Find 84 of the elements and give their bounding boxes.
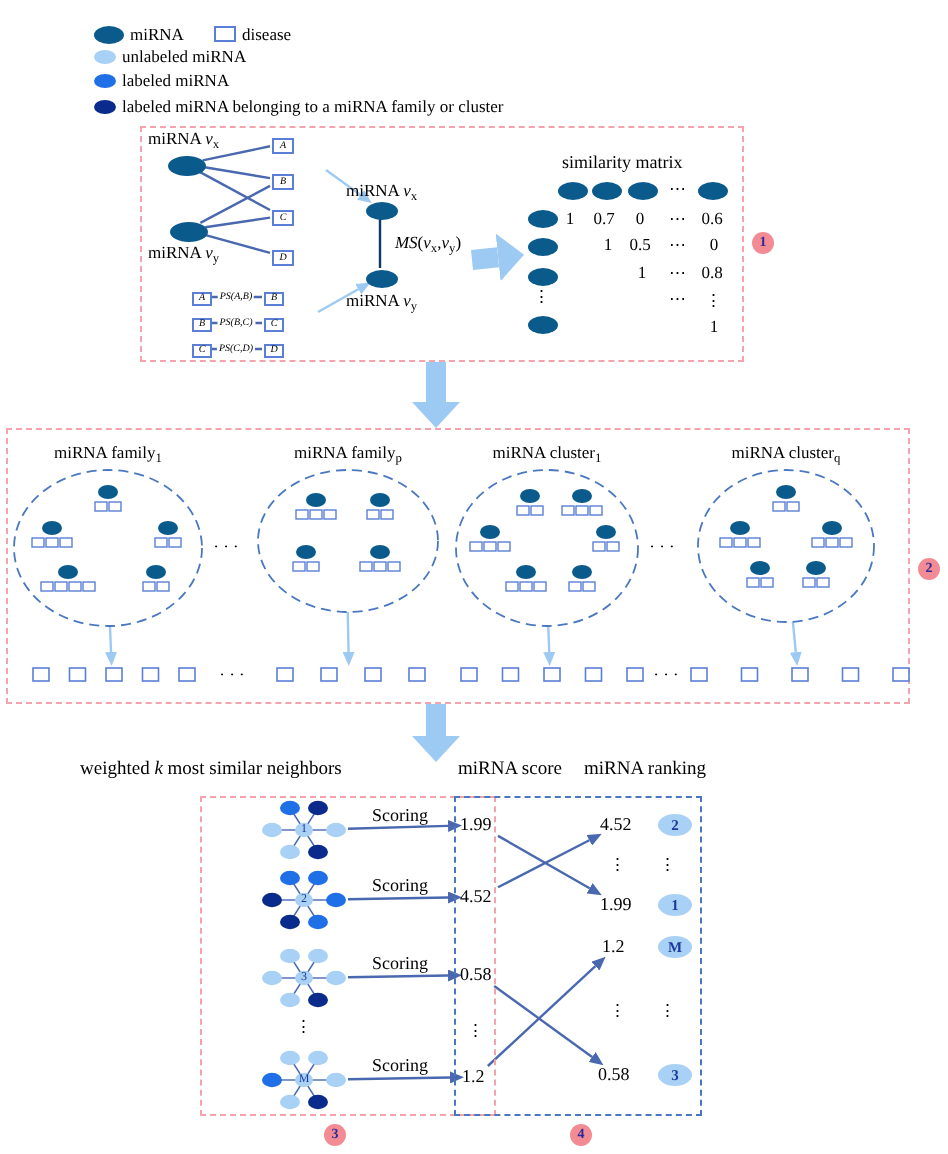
block-arrow — [412, 704, 460, 762]
matrix-value: 1 — [603, 235, 613, 253]
arrow — [325, 169, 372, 204]
ellipsis-mark: · · · — [649, 537, 675, 555]
ellipsis-mark: · · · — [219, 665, 245, 683]
disease-row-drawing — [276, 666, 426, 686]
matrix-value: 0.6 — [701, 209, 723, 227]
dashed-panel — [6, 428, 910, 704]
mirna-label: miRNA v$_{x}$ — [148, 130, 220, 147]
mirna-label: miRNA v$_{y}$ — [148, 244, 220, 261]
column-heading: miRNA score — [458, 762, 562, 781]
connector-line — [202, 165, 271, 180]
edge-label: MS(v$_{x}$,v$_{y}$) — [392, 233, 464, 251]
matrix-title: similarity matrix — [562, 154, 683, 172]
matrix-value: ⋮ — [533, 287, 551, 305]
score-value: 4.52 — [600, 814, 638, 836]
ellipsis-mark: ⋮ — [467, 1021, 485, 1039]
disease-row-drawing — [690, 666, 910, 686]
matrix-value: 0 — [635, 209, 645, 227]
matrix-value: ⋯ — [669, 209, 687, 227]
disease-row-drawing — [32, 666, 196, 686]
connector-line — [202, 145, 271, 162]
ellipsis-mark: · · · — [653, 665, 679, 683]
arrow — [342, 611, 355, 666]
matrix-value: ⋯ — [669, 289, 687, 307]
score-value: 1.99 — [600, 894, 638, 916]
score-value: 1.2 — [602, 936, 630, 958]
matrix-value: 1 — [565, 209, 575, 227]
arrow — [347, 969, 462, 982]
arrow — [493, 985, 604, 1066]
matrix-value: ⋯ — [669, 235, 687, 253]
column-heading: weighted k most similar neighbors — [80, 762, 342, 781]
legend-label: labeled miRNA — [122, 72, 230, 89]
ellipsis-mark: ⋮ — [659, 1001, 677, 1019]
edge-label: Scoring — [370, 877, 430, 895]
ellipsis-mark: ⋮ — [659, 855, 677, 873]
group-heading: miRNA cluster$_{1}$ — [490, 444, 604, 461]
connector-line — [199, 184, 271, 224]
score-value: 4.52 — [460, 886, 498, 908]
mirna-label: miRNA v$_{y}$ — [346, 292, 418, 309]
arrow — [347, 891, 462, 904]
connector-line — [378, 218, 382, 268]
ellipsis-mark: ⋮ — [609, 855, 627, 873]
disease-row-drawing — [460, 666, 644, 686]
block-arrow — [412, 362, 460, 428]
arrow — [105, 625, 118, 666]
arrow — [347, 1071, 464, 1084]
group-heading: miRNA family$_{1}$ — [52, 444, 164, 461]
matrix-value: 1 — [709, 317, 719, 335]
score-value: 0.58 — [460, 964, 498, 986]
column-heading: miRNA ranking — [584, 762, 706, 781]
matrix-value: ⋯ — [669, 263, 687, 281]
matrix-value: 0 — [709, 235, 719, 253]
score-value: 1.99 — [460, 814, 498, 836]
legend-label: unlabeled miRNA — [122, 48, 247, 65]
arrow — [347, 819, 462, 832]
matrix-value: 0.5 — [629, 235, 651, 253]
score-value: 0.58 — [598, 1064, 636, 1086]
matrix-value: 0.7 — [593, 209, 615, 227]
legend-label: disease — [242, 26, 292, 43]
arrow — [317, 282, 371, 314]
legend-label: miRNA — [130, 26, 184, 44]
connector-line — [203, 233, 271, 255]
ellipsis-mark: ⋮ — [295, 1017, 313, 1035]
edge-label: Scoring — [370, 807, 430, 825]
arrow — [487, 956, 606, 1067]
edge-label: Scoring — [370, 1057, 430, 1075]
arrow — [543, 625, 556, 666]
group-heading: miRNA family$_{p}$ — [292, 444, 404, 461]
mirna-label: miRNA v$_{x}$ — [346, 182, 418, 199]
group-heading: miRNA cluster$_{q}$ — [729, 444, 843, 461]
matrix-value: ⋯ — [669, 179, 687, 197]
legend-label: labeled miRNA belonging to a miRNA family or cluster — [122, 98, 504, 115]
matrix-value: ⋮ — [705, 291, 723, 309]
ellipsis-mark: · · · — [213, 537, 239, 555]
arrow — [789, 621, 802, 666]
connector-line — [205, 216, 271, 229]
connector-line — [197, 170, 271, 212]
ellipsis-mark: ⋮ — [609, 1001, 627, 1019]
block-arrow — [470, 233, 524, 282]
matrix-value: 0.8 — [701, 263, 723, 281]
score-value: 1.2 — [462, 1066, 490, 1088]
matrix-value: 1 — [637, 263, 647, 281]
edge-label: Scoring — [370, 955, 430, 973]
